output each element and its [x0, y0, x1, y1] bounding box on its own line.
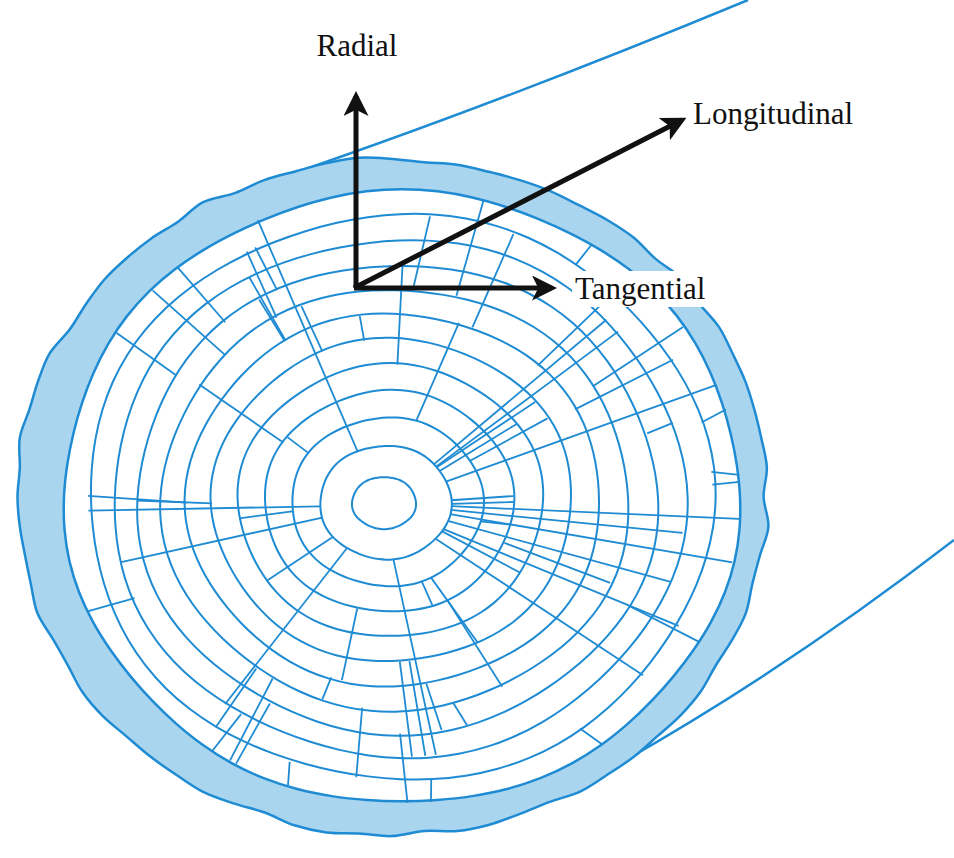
wood-ray [199, 384, 283, 442]
wood-ray [247, 252, 277, 318]
wood-ray [450, 514, 732, 562]
wood-ray [456, 200, 483, 296]
wood-ray [117, 333, 176, 375]
growth-ring [352, 477, 416, 529]
wood-ray [288, 762, 290, 785]
wood-ray [213, 714, 241, 750]
wood-ray [451, 510, 683, 533]
wood-ray [400, 662, 412, 757]
wood-ray [421, 581, 432, 605]
wood-ray [397, 264, 402, 365]
growth-ring [185, 314, 599, 687]
wood-ray [258, 220, 358, 451]
growth-ring [137, 266, 658, 736]
wood-ray [442, 531, 520, 572]
axis-arrows [354, 96, 682, 288]
wood-ray [409, 661, 425, 756]
wood-ray [426, 684, 441, 730]
wood-ray [580, 729, 602, 744]
wood-ray [451, 502, 513, 504]
tangential-label: Tangential [572, 271, 708, 307]
radial-arrow [354, 96, 359, 288]
wood-ray [576, 244, 592, 264]
wood-ray [178, 268, 225, 322]
wood-ray [504, 543, 610, 583]
wood-ray [236, 704, 270, 764]
wood-ray [575, 360, 673, 410]
wood-ray [230, 679, 273, 761]
wood-ray [360, 316, 364, 341]
bark [17, 157, 768, 836]
growth-ring [160, 290, 628, 712]
wood-ray [153, 290, 225, 354]
wood-ray [301, 306, 322, 351]
growth-ring [64, 189, 741, 801]
growth-rings [64, 189, 741, 801]
wood-ray [249, 277, 285, 341]
wood-ray [480, 521, 510, 524]
growth-ring [292, 417, 484, 586]
radial-label: Radial [314, 28, 401, 64]
wood-ray [472, 234, 513, 327]
wood-ray [88, 506, 320, 510]
wood-ray [711, 472, 739, 475]
wood-ray [436, 539, 643, 675]
wood-ray [342, 608, 357, 680]
wood-ray [239, 511, 292, 518]
longitudinal-arrow [354, 120, 682, 288]
tangential-arrow [354, 286, 552, 291]
growth-ring [211, 338, 571, 661]
growth-ring [238, 363, 544, 636]
wood-ray [322, 677, 331, 699]
wood-ray [137, 501, 212, 504]
wood-ray [436, 332, 618, 467]
wood-ray [430, 779, 432, 802]
growth-ring [91, 214, 716, 780]
wood-ray [629, 606, 700, 642]
wood-ray [356, 708, 362, 777]
wood-ray [225, 548, 347, 704]
growth-ring [320, 446, 451, 560]
wood-ray [121, 518, 322, 563]
wood-ray [647, 423, 673, 433]
wood-ray [287, 437, 309, 453]
log-edge [238, 0, 748, 192]
wood-ray [217, 669, 257, 726]
wood-ray [434, 320, 606, 464]
wood-ray [471, 418, 548, 460]
growth-ring [115, 240, 688, 758]
wood-ray [712, 482, 739, 485]
wood-rays [88, 200, 740, 803]
wood-ray [440, 424, 517, 471]
wood-ray [431, 577, 478, 642]
wood-ray [416, 323, 459, 422]
wood-ray [400, 734, 408, 803]
wood-ray [451, 496, 513, 500]
wood-ray [701, 410, 725, 423]
wood-ray [451, 506, 739, 519]
wood-ray [444, 529, 679, 626]
wood-ray [255, 247, 277, 290]
wood-ray [88, 598, 134, 611]
wood-ray [453, 703, 466, 725]
wood-ray [393, 559, 436, 755]
wood-ray [267, 537, 333, 581]
growth-ring [265, 390, 514, 612]
longitudinal-label: Longitudinal [690, 96, 856, 132]
wood-ray [437, 402, 535, 467]
